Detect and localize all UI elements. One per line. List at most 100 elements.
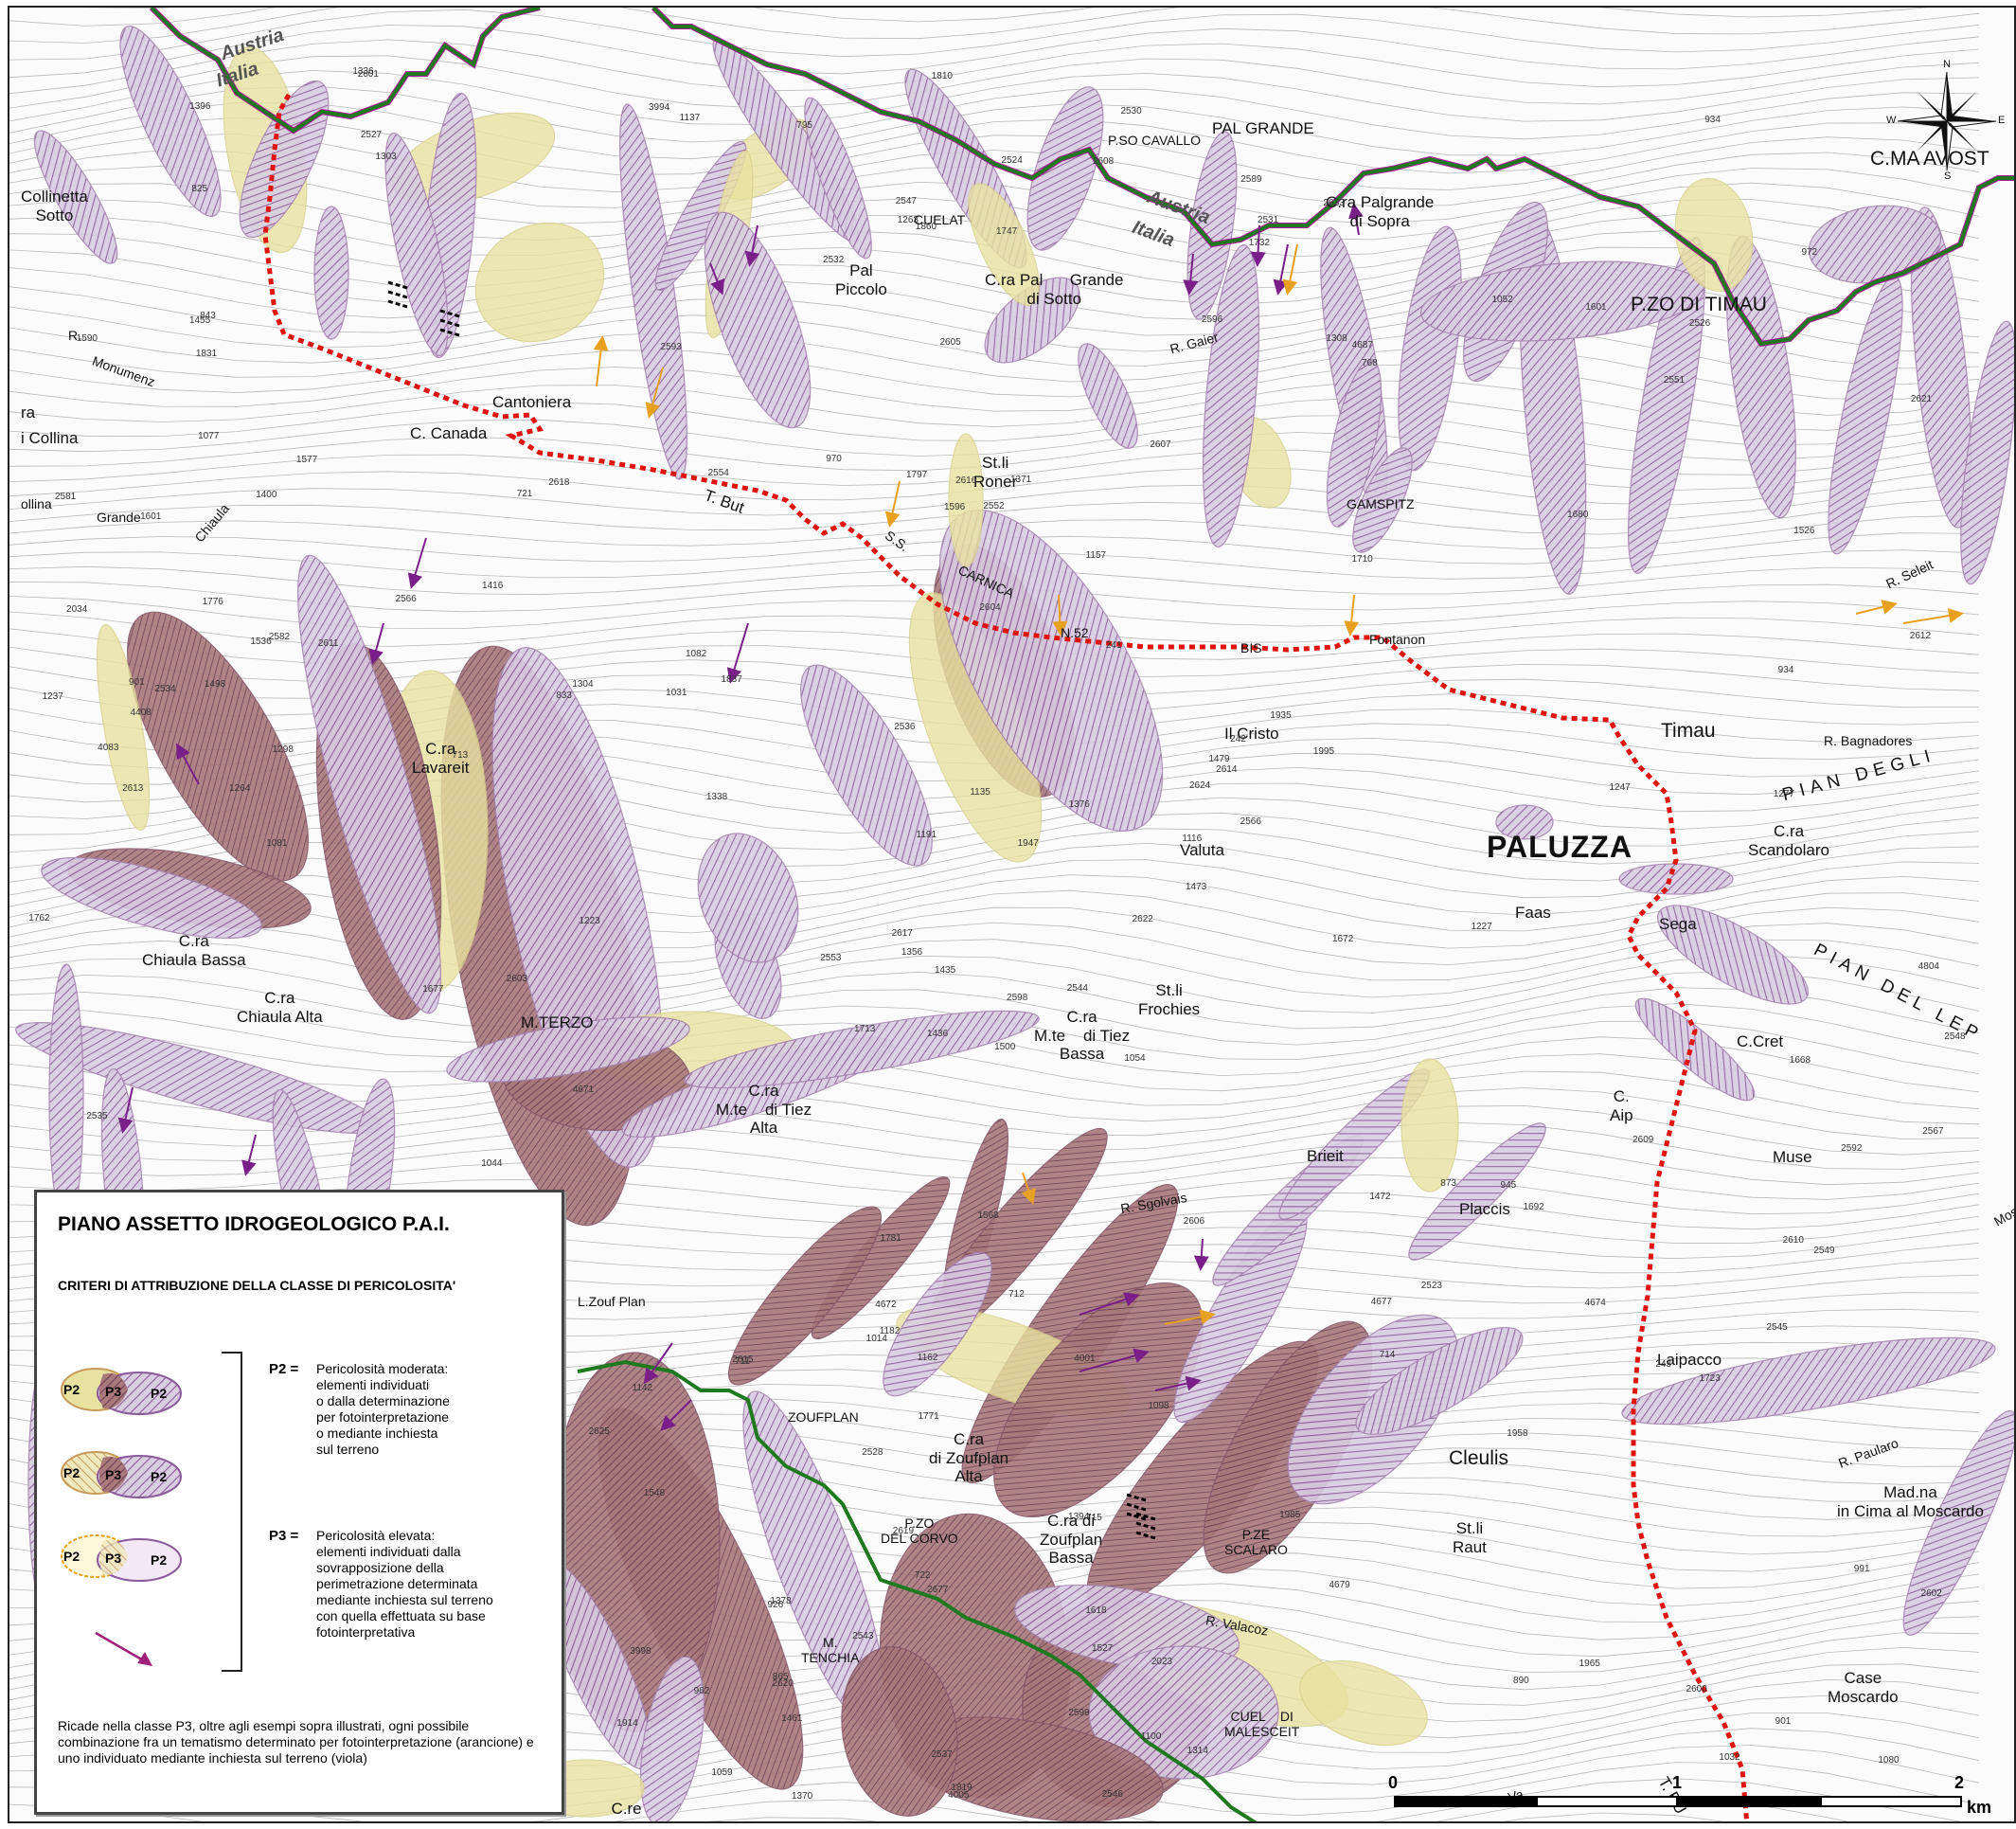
place-label-cantoniera: Cantoniera [492,393,572,411]
elevation-value: 1747 [995,226,1018,238]
elevation-value: 2615 [732,1354,754,1365]
elevation-value: 1601 [1585,302,1607,314]
place-label-cuel-malesceit: CUEL DI MALESCEIT [1224,1709,1300,1740]
elevation-value: 1032 [1719,1751,1740,1763]
elevation-value: 970 [826,453,842,464]
elevation-value: 1400 [256,489,277,500]
hazard-zone-p3-field [684,1010,1040,1089]
elevation-value: 2677 [927,1585,949,1596]
elevation-value: 843 [200,311,216,322]
elevation-value: 2535 [86,1110,108,1121]
place-label-placcis: Placcis [1459,1200,1510,1218]
elevation-value: 1837 [721,674,742,686]
elevation-value: 1044 [481,1158,503,1170]
elevation-value: 926 [767,1600,784,1611]
place-label-muse: Muse [1773,1148,1812,1166]
place-label-il-cristo: Il Cristo [1224,725,1279,743]
elevation-value: 3994 [648,101,670,113]
scale-tick-1: 1 [1672,1773,1683,1792]
place-label-cra-zoufplan-alta: C.ra di Zoufplan Alta [929,1430,1009,1486]
landslide-marker-icon [1126,1493,1147,1521]
elevation-value: 2531 [1257,214,1279,225]
elevation-value: 1860 [915,221,937,232]
border-line-green [651,8,2014,347]
map-graphics [9,8,2014,1821]
town-label-paluzza: PALUZZA [1487,830,1632,864]
elevation-value: 1819 [951,1782,972,1793]
landslide-marker-icon [387,280,408,309]
place-label-stli-roner: St.li Roner [973,454,1018,491]
elevation-value: 1157 [1085,550,1107,562]
elevation-value: 2625 [588,1426,610,1437]
place-label-cleulis: Cleulis [1449,1447,1509,1469]
hazard-zone-p3-field [1026,86,1104,251]
hazard-zone-p2 [1400,1058,1459,1192]
place-label-cra-scandolaro: C.ra Scandolaro [1748,822,1830,859]
flow-arrow-violet-icon [643,1342,673,1385]
hazard-zone-p3-field [1419,260,1705,342]
elevation-value: 2593 [660,342,682,353]
hazard-zone-p3-field [384,132,449,357]
hazard-zone-p3-field [619,103,687,480]
elevation-value: 972 [1801,246,1818,258]
hazard-zone-p3-field [1621,1336,1996,1426]
elevation-value: 1935 [1270,709,1292,721]
elevation-value: 2624 [1188,780,1211,791]
elevation-value: 2609 [1632,1135,1654,1146]
elevation-value: 1536 [250,636,272,647]
place-label-brieit: Brieit [1307,1147,1344,1165]
flow-arrow-violet-icon [1079,1348,1150,1372]
hazard-zones [15,26,2014,1821]
flow-arrow-violet-icon [726,622,749,684]
hazard-zone-p3-field [297,554,441,1014]
place-label-cra-mte-tiez-bassa: C.ra M.te di Tiez Bassa [1034,1008,1131,1064]
place-label-pal-piccolo: Pal Piccolo [835,261,887,298]
legend-note: Ricade nella classe P3, oltre agli esemp… [58,1718,534,1766]
compass-rose-icon: N S E W [1886,59,2005,182]
elevation-value: 1370 [792,1790,813,1802]
legend-swatch-1-p2a: P2 [63,1382,80,1397]
place-label-i-collina: i Collina [21,429,79,447]
elevation-value: 991 [1853,1564,1870,1575]
elevation-value: 2532 [823,254,845,265]
elevation-value: 2551 [1663,375,1686,386]
contour-line [9,345,1980,400]
flow-arrow-orange-icon [1282,243,1298,296]
place-label-cre-gignel: C.re Gignel [603,1800,650,1821]
flow-arrow-violet-icon [241,1134,257,1176]
hazard-zone-p3-field [1902,1410,2014,1636]
hazard-zone-p3-field [1355,1327,1524,1435]
elevation-value: 1116 [1182,833,1203,844]
contour-line [9,1157,1980,1200]
elevation-value: 4672 [875,1300,897,1311]
hazard-zone-p3-field [883,1251,992,1397]
border-line-magenta [149,8,541,134]
place-label-collina: ollina [21,496,52,511]
elevation-value: 1077 [198,431,220,442]
elevation-value: 3998 [630,1646,651,1658]
contour-line [9,1121,1980,1170]
elevation-value: 1304 [572,678,594,690]
elevation-value: 1455 [188,314,211,326]
elevation-value: 1710 [1351,553,1373,565]
elevation-value: 242 [1230,734,1246,744]
place-label-cra-palgrande-sopra: C.ra Palgrande di Sopra [1326,193,1435,230]
elevation-value: 1568 [977,1210,999,1221]
contour-line [9,246,1980,306]
scale-seg-4 [1820,1796,1962,1807]
hazard-zone-p3-field [1495,804,1554,840]
hazard-zone-p3-field [1202,243,1260,548]
flow-arrow-violet-icon [660,1399,692,1431]
elevation-value: 4674 [1584,1298,1606,1309]
elevation-value: 901 [129,677,145,689]
elevation-value: 1376 [1068,798,1090,810]
elevation-value: 1776 [202,596,223,607]
hazard-zone-p3-field [1657,905,1809,1005]
place-label-pzo-timau: P.ZO DI TIMAU [1631,294,1767,315]
hazard-zone-p3-field [1911,206,1971,529]
elevation-value: 1031 [666,687,687,698]
flow-arrow-violet-icon [1348,203,1364,236]
elevation-value: 2536 [894,722,916,733]
place-label-fontanon: Fontanon [1369,632,1426,647]
